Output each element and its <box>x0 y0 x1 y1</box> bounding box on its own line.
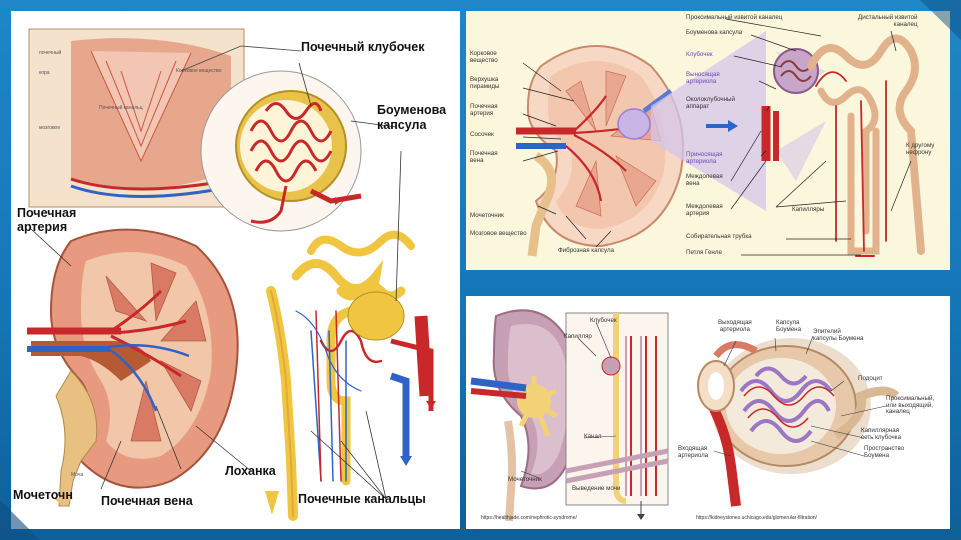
label-afferent-arteriole: Приносящая артериола <box>686 151 723 165</box>
label-juxtaglomerular: Околоклубочный аппарат <box>686 96 735 110</box>
label-glomerulus: Почечный клубочек <box>301 40 425 54</box>
label-efferent-arteriole: Выходящая артериола <box>718 319 752 333</box>
label-collecting-duct: Собирательная трубка <box>686 233 752 240</box>
label-capillaries: Капилляры <box>792 206 825 213</box>
source-link-uchicago[interactable]: https://kidneystones.uchicago.edu/glomer… <box>696 515 817 521</box>
glomerulus-detail-illustration <box>470 309 900 522</box>
label-afferent-arteriole: Входящая артериола <box>678 445 709 459</box>
label-interlobar-vein: Междолевая вена <box>686 173 723 187</box>
kidney-structure-illustration <box>516 18 925 257</box>
label-pelvis: Лоханка <box>225 464 276 478</box>
source-link-healthjade[interactable]: https://healthjade.com/nephrotic-syndrom… <box>481 515 577 521</box>
label-renal-vein: Почечная вена <box>470 150 498 164</box>
label-podocyte: Подоцит <box>858 375 883 382</box>
inset-label-3: мозговое <box>39 125 61 131</box>
label-bowman-capsule: Боуменова капсула <box>377 103 447 132</box>
label-proximal-tubule: Проксимальный, или выходящий, каналец <box>886 395 935 415</box>
label-capillary-network: Капиллярная сеть клубочка <box>861 427 902 441</box>
label-renal-vein: Почечная вена <box>101 494 193 508</box>
label-proximal-tubule: Проксимальный извитой каналец <box>686 14 783 21</box>
label-henle-loop: Петля Генле <box>686 249 722 256</box>
label-capsule-epithelium: Эпителий капсулы Боумена <box>813 328 864 342</box>
label-cortex: Корковое вещество <box>470 50 498 64</box>
kidney-nephron-illustration <box>27 28 436 521</box>
label-interlobar-artery: Междолевая артерия <box>686 203 723 217</box>
label-urine-output: Выведение мочи <box>572 485 621 492</box>
label-pyramid: Верхушка пирамиды <box>470 76 500 90</box>
inset-label-1: почечный <box>39 50 62 56</box>
label-ureter: Мочеточник <box>470 212 504 219</box>
inset-label-2: кора <box>39 70 50 76</box>
label-ureter: Мочеточник <box>508 476 542 483</box>
label-bowman-capsule: Капсула Боумена <box>776 319 802 333</box>
label-capillary: Капилляр <box>564 333 592 340</box>
panel-glomerulus-detail: Клубочек Капилляр Канал Мочеточник Вывед… <box>466 296 950 529</box>
label-glomerulus: Клубочек <box>590 317 617 324</box>
label-medulla: Мозговое вещество <box>470 230 527 237</box>
label-renal-artery: Почечная артерия <box>470 103 498 117</box>
label-bowman-space: Пространство Боумена <box>864 445 905 459</box>
label-fibrous-capsule: Фиброзная капсула <box>558 247 615 254</box>
label-glomerulus: Клубочек <box>686 51 713 58</box>
label-urine: Моча <box>71 472 84 478</box>
panel-kidney-nephron: Почечный клубочек Боуменова капсула Поче… <box>11 11 460 529</box>
inset-label-4: Корковое вещество <box>176 68 222 74</box>
label-distal-tubule: Дистальный извитой каналец <box>858 14 918 28</box>
label-bowman-capsule: Боуменова капсула <box>686 29 743 36</box>
label-to-nephron: К другому нефрону <box>906 142 935 156</box>
label-renal-artery: Почечная артерия <box>17 206 77 235</box>
panel-kidney-structure: Корковое вещество Верхушка пирамиды Поче… <box>466 11 950 270</box>
label-papilla: Сосочек <box>470 131 494 138</box>
label-efferent-arteriole: Выносящая артериола <box>686 71 720 85</box>
label-ureter: Мочеточн <box>13 488 73 502</box>
label-tubules: Почечные канальцы <box>298 492 426 506</box>
inset-label-5: Почечный канальц <box>99 105 143 111</box>
label-canal: Канал <box>584 433 602 440</box>
